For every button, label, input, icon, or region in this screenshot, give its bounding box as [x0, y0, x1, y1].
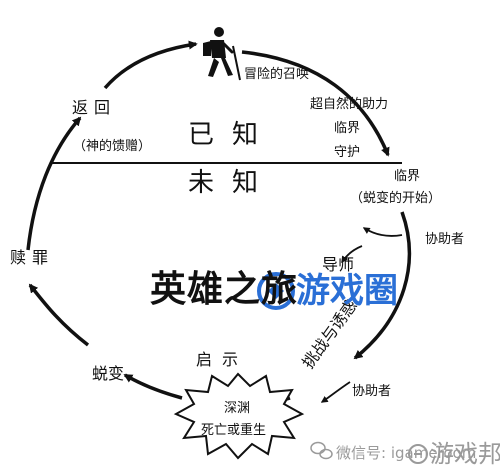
helper-top-arrow	[362, 227, 403, 237]
helper-bottom-label: 协助者	[352, 384, 392, 399]
wechat-icon	[310, 441, 333, 460]
unknown-label: 未知	[188, 168, 277, 198]
arc-to-atonement	[28, 283, 90, 347]
arc-descent	[353, 211, 412, 360]
revelation-label: 启示	[196, 350, 249, 369]
mentor-label: 导师	[322, 255, 355, 274]
watermark-logo-icon	[257, 272, 295, 310]
helper-top-label: 协助者	[425, 232, 465, 247]
threshold-guardian-label-1: 临界	[334, 121, 361, 136]
abyss-label: 深渊	[224, 401, 251, 416]
hero-journey-title: 英雄之旅	[150, 269, 299, 310]
threshold-sub-label: （蜕变的开始）	[350, 191, 442, 206]
arc-to-start	[103, 40, 198, 90]
supernatural-aid-label: 超自然的助力	[310, 97, 389, 112]
watermark-brand: 游戏邦	[430, 440, 500, 468]
call-to-adventure-label: 冒险的召唤	[244, 67, 310, 82]
known-label: 已知	[188, 120, 277, 150]
hiker-icon	[203, 27, 241, 81]
abyss-starburst	[173, 372, 305, 460]
gift-label: （神的馈赠）	[73, 139, 152, 154]
threshold-guardian-label-2: 守护	[334, 145, 361, 160]
death-rebirth-label: 死亡或重生	[201, 423, 267, 438]
watermark-wechat: 微信号: igameroom	[336, 444, 477, 462]
return-label: 返回	[72, 98, 117, 117]
arc-departure	[241, 50, 390, 157]
brand-logo-icon	[408, 444, 428, 464]
watermark-site: 游戏圈	[296, 271, 398, 311]
arc-to-transformation	[123, 373, 183, 400]
atonement-label: 赎罪	[10, 248, 55, 267]
transformation-label: 蜕变	[92, 364, 125, 383]
helper-bottom-arrow	[320, 381, 351, 403]
arc-to-return	[26, 116, 82, 251]
threshold-label: 临界	[394, 169, 421, 184]
mentor-arrow	[341, 245, 363, 264]
